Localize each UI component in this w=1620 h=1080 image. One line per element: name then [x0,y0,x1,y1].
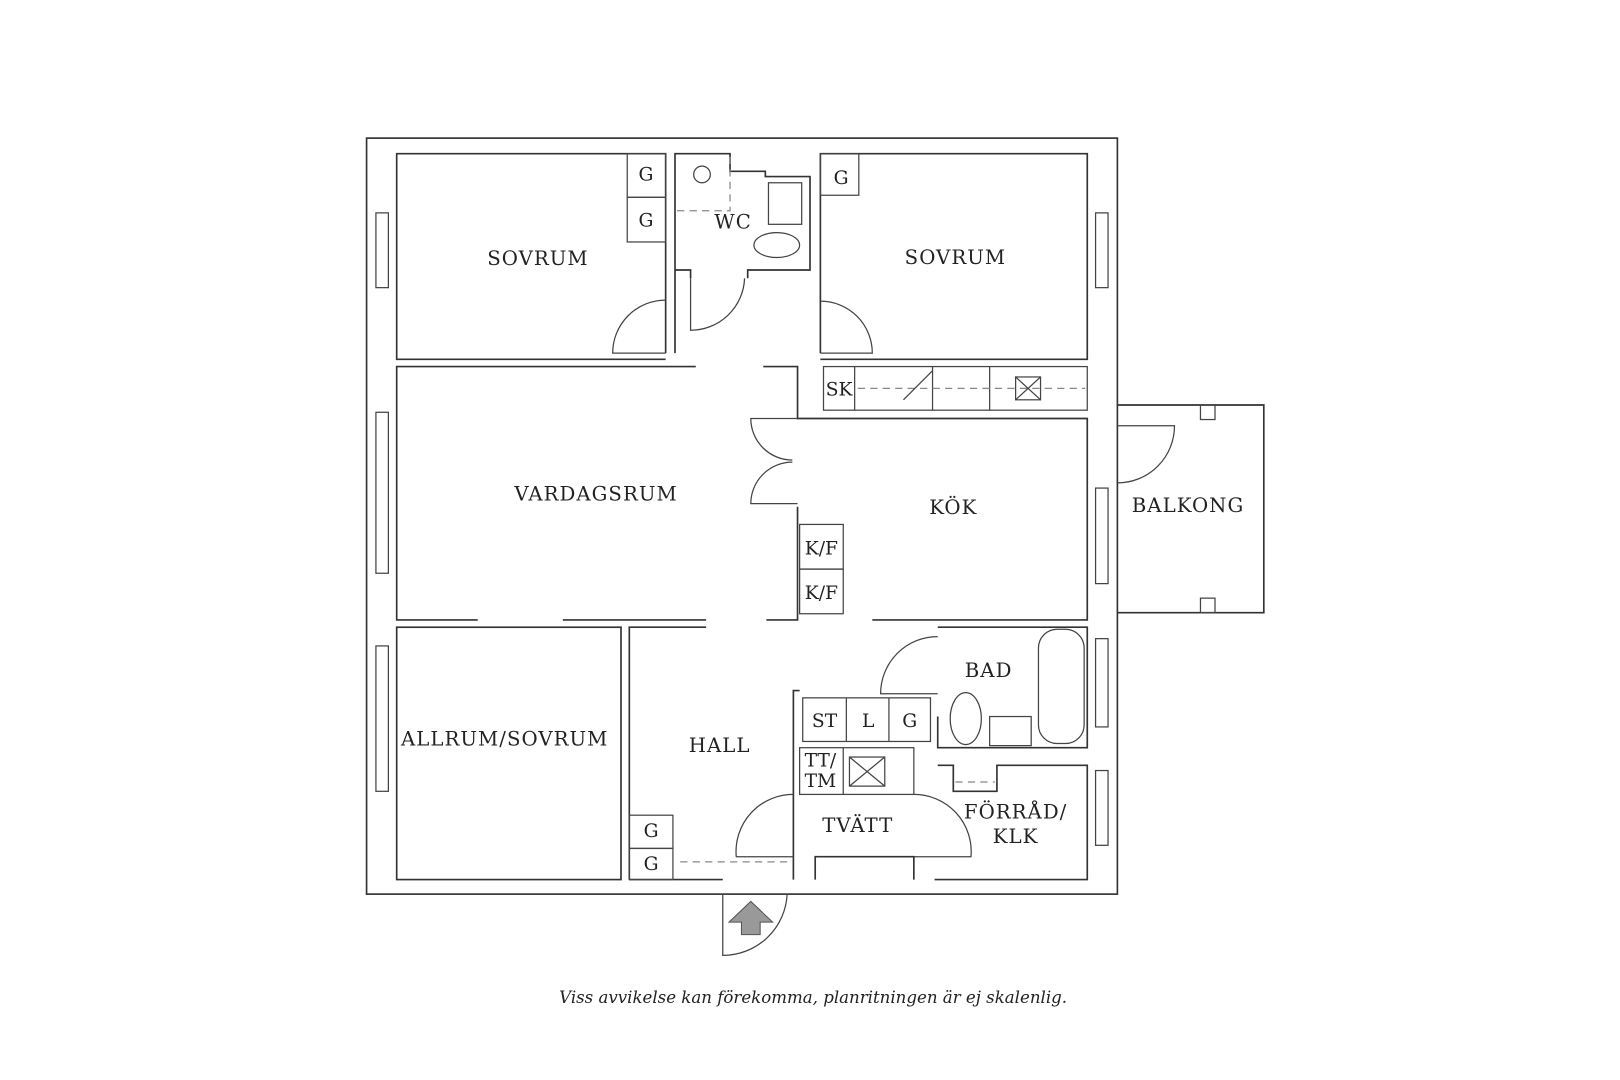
forrad-walls [934,764,1089,881]
fixture-label-g: G [638,165,653,186]
stove-icon [1014,376,1042,401]
room-label-kok: KÖK [929,494,977,519]
bad-walls [936,626,1089,749]
entrance-door-swing [722,894,788,957]
shower-head-icon [693,165,711,184]
closet [628,847,674,881]
kok-walls [763,365,1089,621]
vardagsrum-walls [395,365,696,621]
windows [375,212,1109,846]
wc-wall [675,269,692,279]
room-label-allrum: ALLRUM/SOVRUM [400,728,608,751]
allrum-walls [395,626,622,881]
closet [626,196,667,243]
room-label-sovrum: SOVRUM [905,246,1006,269]
outer-wall [365,137,1119,895]
fixture-label-tm: TM [805,771,837,792]
room-label-tvatt: TVÄTT [822,813,893,837]
fixture-label-g: G [902,711,917,732]
door-swing [689,278,746,331]
sink-icon [767,182,803,225]
tvatt-wall [792,689,800,880]
tvatt-wall [814,855,915,880]
room-label-sovrum: SOVRUM [487,247,588,270]
door-swing [820,300,873,354]
fixture-label-g: G [644,821,659,842]
room-label-hall: HALL [689,734,751,757]
dishwasher-icon [903,370,933,401]
sovrum-right-walls [819,152,1089,361]
entrance-arrow-icon [727,900,774,936]
sink-icon [989,715,1032,747]
shower-area [677,155,731,212]
room-label-wc: WC [714,210,751,233]
closets-row [802,697,932,743]
fixture-label-g: G [834,168,849,189]
fixture-label-tt: TT/ [805,750,837,771]
fixture-label-kf: K/F [805,539,838,560]
bathtub-icon [1037,628,1085,745]
double-door-swing [735,793,972,858]
fixture-label-g: G [644,854,659,875]
kitchen-counter [822,365,1088,411]
stove-icon [1015,376,1041,401]
room-label-forrad: FÖRRÅD/ [964,798,1068,823]
fixture-label-sk: SK [826,380,854,401]
disclaimer-footnote: Viss avvikelse kan förekomma, planritnin… [559,988,1067,1007]
room-label-bad: BAD [965,659,1013,682]
fixture-label-st: ST [812,711,838,732]
kok-wall [766,506,799,621]
laundry-sink-icon [849,756,886,787]
balcony-post [1199,404,1216,421]
toilet-icon [753,231,801,259]
washer-area [798,747,915,796]
fixture-label-kf: K/F [805,583,838,604]
toilet-icon [949,692,982,746]
balcony-outline [1117,404,1265,614]
door-swing [612,299,666,354]
hall-wall [628,626,707,880]
fixture-label-l: L [862,711,874,732]
laundry-sink-icon [848,756,886,787]
balcony-door-swing [1117,425,1176,484]
room-label-vardagsrum: VARDAGSRUM [513,483,677,506]
freezer [798,568,844,615]
room-label-klk: KLK [993,825,1039,848]
double-door-swing [750,417,798,505]
fixture-label-g: G [638,210,653,231]
door-swing [879,635,938,695]
closet [819,153,860,196]
balcony-post [1199,597,1216,614]
room-label-balkong: BALKONG [1132,494,1244,517]
wc-walls [674,152,811,354]
